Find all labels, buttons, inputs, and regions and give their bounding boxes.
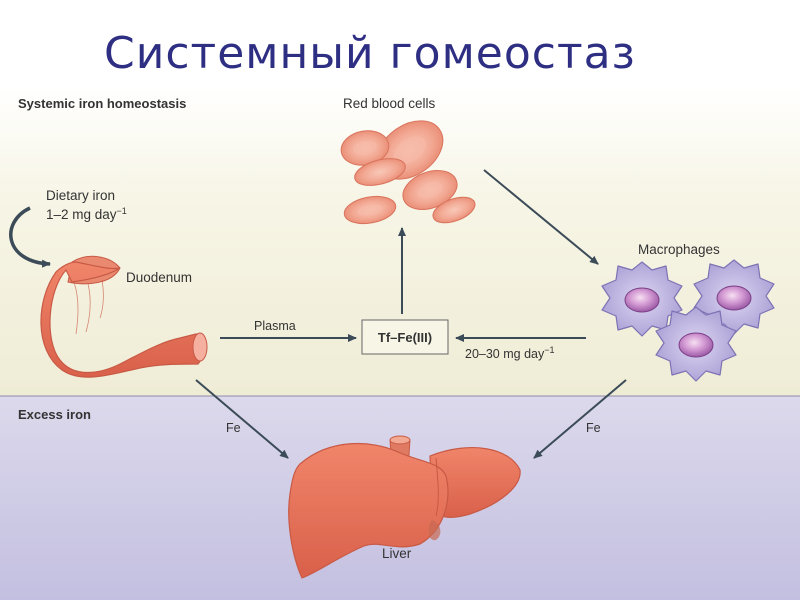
label-red-blood-cells: Red blood cells <box>343 96 436 111</box>
iron-homeostasis-diagram: Systemic iron homeostasis Excess iron Re… <box>0 88 800 600</box>
label-transferrin: Tf–Fe(III) <box>378 330 432 345</box>
label-macrophages: Macrophages <box>638 242 720 257</box>
label-plasma: Plasma <box>254 319 296 333</box>
label-dietary-iron: Dietary iron <box>46 188 115 203</box>
label-fe-right: Fe <box>586 421 601 435</box>
transferrin-box: Tf–Fe(III) <box>362 320 448 354</box>
section-label-systemic: Systemic iron homeostasis <box>18 96 186 111</box>
label-dietary-iron-rate: 1–2 mg day−1 <box>46 206 127 222</box>
slide-title: Системный гомеостаз <box>0 28 740 79</box>
label-liver: Liver <box>382 546 412 561</box>
label-duodenum: Duodenum <box>126 270 192 285</box>
section-label-excess: Excess iron <box>18 407 91 422</box>
label-recycle-rate: 20–30 mg day−1 <box>465 345 555 361</box>
label-fe-left: Fe <box>226 421 241 435</box>
